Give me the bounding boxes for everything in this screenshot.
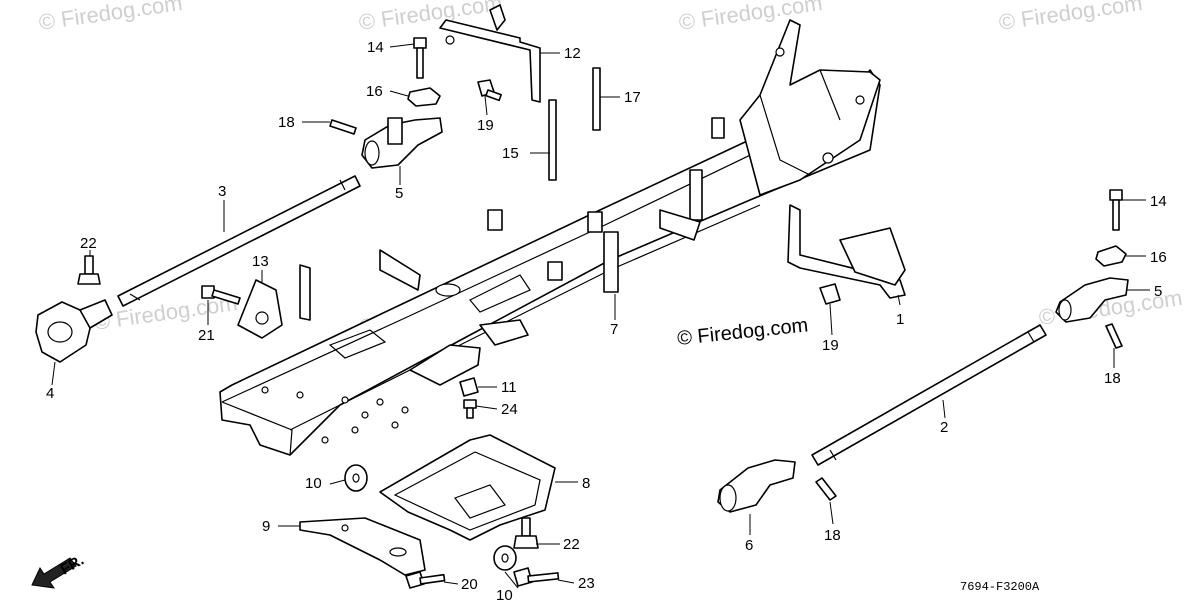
callout-4: 4 [46, 385, 54, 402]
callout-22-left: 22 [80, 235, 97, 252]
universal-joint-5-left [361, 117, 443, 169]
callout-12: 12 [564, 45, 581, 62]
callout-labels: 1 2 3 4 5 5 6 7 8 9 10 10 11 12 13 14 14… [46, 39, 1167, 600]
callout-19-right: 19 [822, 337, 839, 354]
bolt-19-top [477, 79, 502, 102]
callout-14-top: 14 [367, 39, 384, 56]
stud-15 [548, 99, 557, 181]
callout-22-bottom: 22 [563, 536, 580, 553]
clamp-13 [237, 279, 283, 339]
watermark-3: © Firedog.com [677, 0, 824, 35]
callout-8: 8 [582, 475, 590, 492]
callout-7: 7 [610, 321, 618, 338]
main-frame [219, 19, 881, 456]
bolt-22-bottom [513, 517, 539, 549]
callout-17: 17 [624, 89, 641, 106]
watermark-4: © Firedog.com [997, 0, 1144, 35]
center-watermark: © Firedog.com [676, 314, 809, 350]
pin-18-bottom [815, 477, 837, 501]
callout-11: 11 [501, 379, 517, 396]
callout-3: 3 [218, 183, 226, 200]
shaft-3 [117, 175, 361, 307]
callout-14-right: 14 [1150, 193, 1167, 210]
nut-16-top [407, 87, 441, 107]
callout-16-top: 16 [366, 83, 383, 100]
front-direction-arrow: FR. [31, 552, 87, 589]
callout-10-top: 10 [305, 475, 322, 492]
callout-24: 24 [501, 401, 518, 418]
shaft-2 [811, 324, 1047, 466]
bracket-9 [299, 517, 426, 576]
callout-5-left: 5 [395, 185, 403, 202]
callout-19-top: 19 [477, 117, 494, 134]
callout-21: 21 [198, 327, 215, 344]
callout-23: 23 [578, 575, 595, 592]
bolt-14-top [413, 37, 427, 79]
stud-17 [592, 67, 601, 131]
callout-2: 2 [940, 419, 948, 436]
watermark-1: © Firedog.com [37, 0, 184, 35]
bolt-23 [513, 567, 560, 587]
washer-10-bottom [493, 545, 517, 571]
arrow-icon [31, 557, 77, 589]
callout-9: 9 [262, 518, 270, 535]
flange-yoke-4 [35, 299, 113, 363]
callout-5-right: 5 [1154, 283, 1162, 300]
bracket-12 [439, 4, 541, 103]
spacer-11 [459, 377, 479, 397]
bolt-14-right [1109, 189, 1123, 231]
callout-10-bottom: 10 [496, 587, 513, 600]
plate-8 [379, 434, 556, 541]
bolt-22-left [77, 255, 101, 285]
bracket-1 [787, 204, 906, 299]
callout-20: 20 [461, 576, 478, 593]
pin-18-top [329, 119, 357, 135]
callout-6: 6 [745, 537, 753, 554]
callout-1: 1 [896, 311, 904, 328]
bolt-19-right [819, 283, 841, 305]
callout-18-bottom: 18 [824, 527, 841, 544]
leader-lines [51, 43, 1150, 589]
nut-16-right [1095, 245, 1127, 267]
callout-18-top: 18 [278, 114, 295, 131]
bolt-24 [463, 399, 477, 419]
callout-16-right: 16 [1150, 249, 1167, 266]
washer-10-top [344, 464, 368, 492]
diagram-code: 7694-F3200A [960, 580, 1040, 594]
pin-18-right [1105, 323, 1123, 349]
universal-joint-5-right [1055, 277, 1129, 323]
bolt-20 [405, 571, 446, 589]
bolt-21 [201, 285, 241, 305]
universal-joint-6 [717, 459, 796, 513]
callout-15: 15 [502, 145, 519, 162]
callout-18-right: 18 [1104, 370, 1121, 387]
callout-13: 13 [252, 253, 269, 270]
